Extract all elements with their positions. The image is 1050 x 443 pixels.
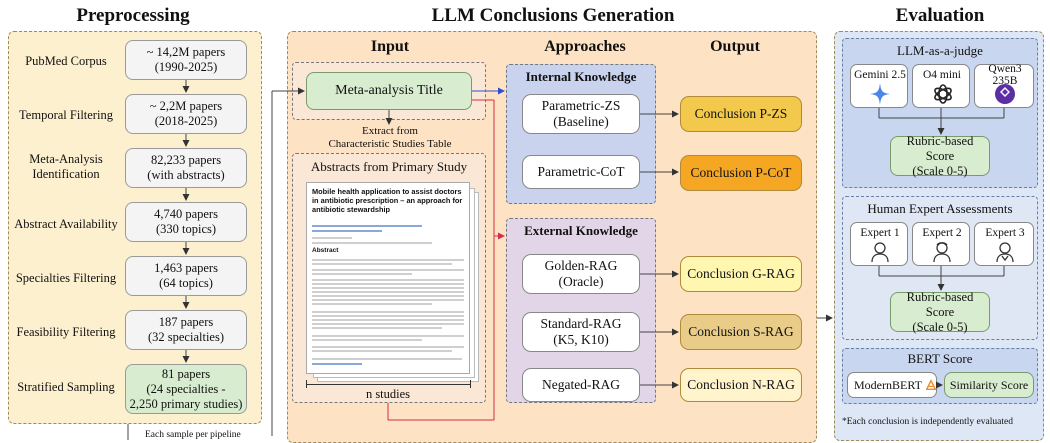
external-knowledge-title: External Knowledge	[524, 223, 638, 238]
modernbert-label: ModernBERT	[854, 377, 922, 392]
expert-2-label: Expert 2	[922, 226, 962, 239]
modernbert-icon	[925, 379, 936, 391]
similarity-score: Similarity Score	[944, 372, 1034, 398]
doc-page-front: Mobile health application to assist doct…	[306, 182, 470, 374]
n-studies-label: n studies	[365, 386, 411, 401]
output-g-rag: Conclusion G-RAG	[680, 256, 802, 292]
doc-abstract-heading: Abstract	[312, 247, 339, 254]
prep-footnote: Each sample per pipeline	[145, 430, 241, 440]
step-box-specialties: 1,463 papers(64 topics)	[125, 256, 247, 296]
doctor-icon	[933, 242, 951, 263]
output-s-rag: Conclusion S-RAG	[680, 314, 802, 350]
step-box-meta-analysis: 82,233 papers(with abstracts)	[125, 148, 247, 188]
model-qwen: Qwen3 235B	[974, 63, 1034, 108]
output-n-rag: Conclusion N-RAG	[680, 368, 802, 402]
step-box-stratified: 81 papers(24 specialties -2,250 primary …	[125, 364, 247, 414]
gemini-icon	[870, 83, 890, 105]
doc-paper-title: Mobile health application to assist doct…	[312, 187, 463, 214]
internal-knowledge-title: Internal Knowledge	[525, 69, 637, 84]
expert-3-label: Expert 3	[985, 226, 1025, 239]
approach-parametric-cot: Parametric-CoT	[522, 155, 640, 189]
step-box-feasibility: 187 papers(32 specialties)	[125, 310, 247, 350]
step-label-temporal: Temporal Filtering	[19, 107, 113, 122]
expert-1-label: Expert 1	[860, 226, 900, 239]
bert-score-title: BERT Score	[907, 351, 973, 366]
openai-icon	[934, 84, 952, 104]
model-o4-mini: O4 mini	[912, 64, 970, 108]
output-p-zs: Conclusion P-ZS	[680, 96, 802, 132]
approach-standard-rag: Standard-RAG(K5, K10)	[522, 312, 640, 352]
col-approaches: Approaches	[544, 38, 626, 55]
model-o4-label: O4 mini	[922, 68, 961, 81]
approach-parametric-zs: Parametric-ZS(Baseline)	[522, 94, 640, 134]
expert-1: Expert 1	[850, 222, 908, 266]
generation-header: LLM Conclusions Generation	[431, 5, 675, 26]
preprocessing-header: Preprocessing	[76, 5, 190, 26]
expert-3: Expert 3	[974, 222, 1034, 266]
approach-golden-rag: Golden-RAG(Oracle)	[522, 254, 640, 294]
eval-footnote: *Each conclusion is independently evalua…	[842, 417, 1013, 427]
abstracts-title: Abstracts from Primary Study	[310, 159, 468, 174]
evaluation-header: Evaluation	[895, 5, 985, 26]
qwen-icon	[995, 84, 1015, 104]
step-label-stratified: Stratified Sampling	[17, 379, 115, 394]
step-label-specialties: Specialties Filtering	[15, 270, 117, 285]
step-box-abstract: 4,740 papers(330 topics)	[125, 202, 247, 242]
model-gemini: Gemini 2.5	[850, 64, 908, 108]
step-box-pubmed: ~ 14,2M papers(1990-2025)	[125, 40, 247, 80]
step-box-temporal: ~ 2,2M papers(2018-2025)	[125, 94, 247, 134]
output-p-cot: Conclusion P-CoT	[680, 155, 802, 191]
step-label-abstract: Abstract Availability	[14, 216, 118, 231]
step-label-feasibility: Feasibility Filtering	[16, 324, 116, 339]
expert-2: Expert 2	[912, 222, 970, 266]
approach-negated-rag: Negated-RAG	[522, 368, 640, 402]
judge-rubric-score: Rubric-based Score(Scale 0-5)	[890, 134, 990, 178]
human-rubric-score: Rubric-based Score(Scale 0-5)	[890, 290, 990, 334]
modernbert-box: ModernBERT	[847, 372, 937, 398]
col-input: Input	[370, 38, 410, 55]
col-output: Output	[710, 38, 760, 55]
human-expert-title: Human Expert Assessments	[867, 201, 1013, 216]
meta-analysis-title-box: Meta-analysis Title	[306, 72, 472, 110]
step-label-pubmed: PubMed Corpus	[25, 53, 107, 68]
doctor-icon	[996, 242, 1014, 263]
llm-judge-title: LLM-as-a-judge	[897, 43, 983, 58]
n-studies-bracket	[306, 384, 470, 385]
doctor-icon	[871, 242, 889, 263]
model-gemini-label: Gemini 2.5	[854, 68, 906, 81]
